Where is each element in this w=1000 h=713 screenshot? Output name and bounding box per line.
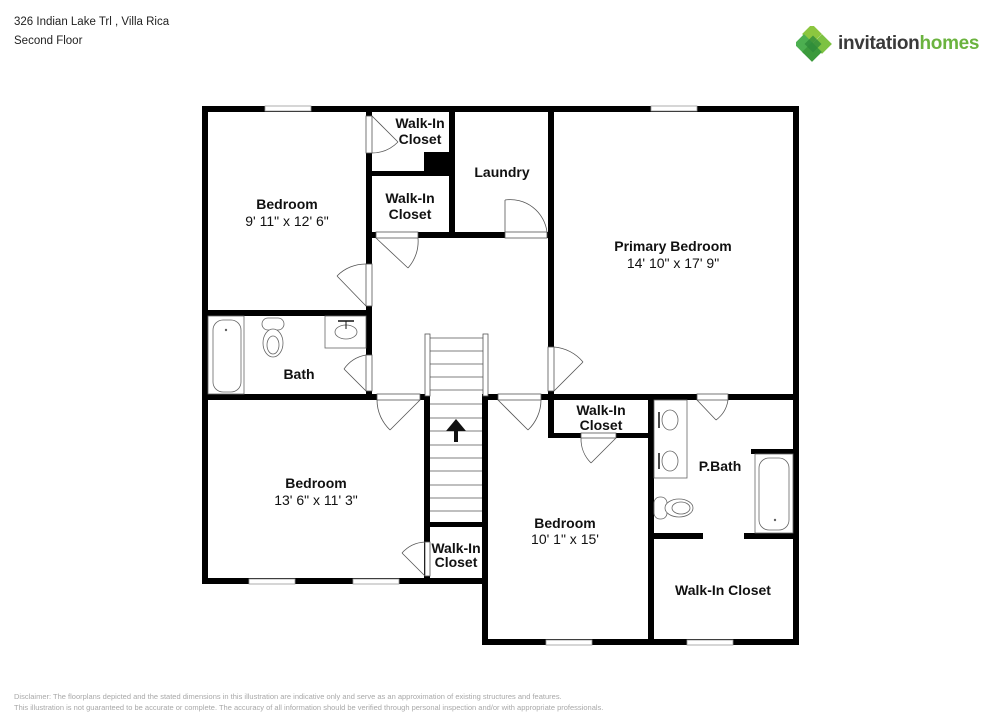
svg-text:14' 10" x 17' 9": 14' 10" x 17' 9" xyxy=(627,255,719,271)
svg-text:Bath: Bath xyxy=(283,366,314,382)
svg-text:13' 6" x 11' 3": 13' 6" x 11' 3" xyxy=(274,492,358,508)
svg-text:Walk-In: Walk-In xyxy=(395,115,444,131)
svg-text:Walk-In Closet: Walk-In Closet xyxy=(675,582,771,598)
toilet-icon xyxy=(261,317,285,331)
room-primary-bedroom: Primary Bedroom 14' 10" x 17' 9" xyxy=(614,238,731,271)
room-walkin-closet-mid: Walk-In Closet xyxy=(385,190,434,222)
room-bath: Bath xyxy=(283,366,314,382)
room-bedroom-s: Bedroom 10' 1" x 15' xyxy=(531,515,599,547)
sink-icon xyxy=(661,450,679,472)
svg-text:10' 1" x 15': 10' 1" x 15' xyxy=(531,531,599,547)
arrow-up-icon xyxy=(446,419,466,442)
svg-text:Bedroom: Bedroom xyxy=(285,475,346,491)
room-bedroom-sw: Bedroom 13' 6" x 11' 3" xyxy=(274,475,358,508)
svg-text:Bedroom: Bedroom xyxy=(256,196,317,212)
bathtub-icon xyxy=(758,457,790,531)
sink-icon xyxy=(661,409,679,431)
svg-text:Walk-In: Walk-In xyxy=(431,540,480,556)
svg-text:Closet: Closet xyxy=(399,131,442,147)
property-address: 326 Indian Lake Trl , Villa Rica xyxy=(14,16,170,28)
svg-text:9' 11" x 12' 6": 9' 11" x 12' 6" xyxy=(245,213,329,229)
svg-text:Closet: Closet xyxy=(435,554,478,570)
brand-wordmark: invitationhomes xyxy=(838,33,980,54)
svg-text:Closet: Closet xyxy=(580,417,623,433)
svg-text:Laundry: Laundry xyxy=(474,164,529,180)
invitation-homes-leaf-icon xyxy=(796,26,832,62)
svg-text:Walk-In: Walk-In xyxy=(576,402,625,418)
bath-fixtures xyxy=(207,315,794,534)
floor-name: Second Floor xyxy=(14,35,83,47)
svg-text:Bedroom: Bedroom xyxy=(534,515,595,531)
room-pbath: P.Bath xyxy=(699,458,742,474)
room-laundry: Laundry xyxy=(474,164,529,180)
room-walkin-closet-top: Walk-In Closet xyxy=(395,115,444,147)
walls xyxy=(202,106,799,645)
doors[interactable] xyxy=(336,115,729,577)
room-walkin-closet-sw: Walk-In Closet xyxy=(431,540,480,570)
room-bedroom-nw: Bedroom 9' 11" x 12' 6" xyxy=(245,196,329,229)
windows xyxy=(248,105,734,646)
property-header: 326 Indian Lake Trl , Villa Rica Second … xyxy=(14,13,169,51)
svg-text:Closet: Closet xyxy=(389,206,432,222)
disclaimer: Disclaimer: The floorplans depicted and … xyxy=(14,692,604,712)
svg-text:P.Bath: P.Bath xyxy=(699,458,742,474)
room-walkin-closet-primary: Walk-In Closet xyxy=(675,582,771,598)
brand-logo: invitationhomes xyxy=(796,26,980,62)
svg-text:Primary Bedroom: Primary Bedroom xyxy=(614,238,731,254)
room-walkin-closet-s: Walk-In Closet xyxy=(576,402,625,433)
svg-text:Walk-In: Walk-In xyxy=(385,190,434,206)
